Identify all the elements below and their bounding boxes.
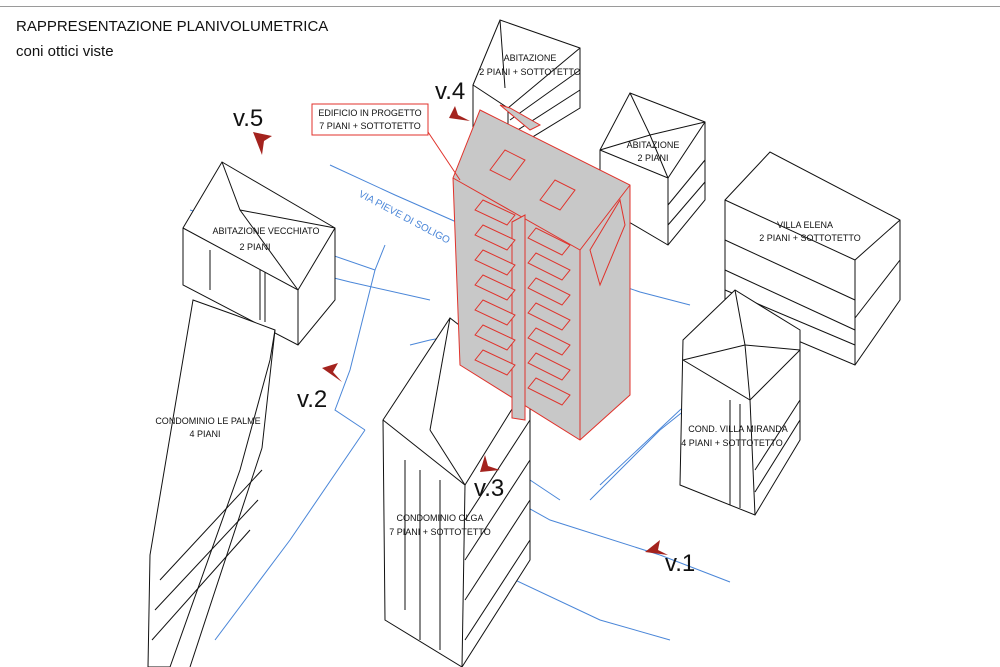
project-callout-line2: 7 PIANI + SOTTOTETTO xyxy=(319,121,420,131)
building-cond-villa-miranda xyxy=(679,289,801,516)
label-olga-floors: 7 PIANI + SOTTOTETTO xyxy=(389,527,490,537)
label-le-palme-floors: 4 PIANI xyxy=(189,429,220,439)
label-abitazione-top-floors: 2 PIANI + SOTTOTETTO xyxy=(479,67,580,77)
view-cone-v2 xyxy=(322,363,342,382)
project-callout xyxy=(311,103,461,181)
label-villa-miranda-name: COND. VILLA MIRANDA xyxy=(688,424,788,434)
view-cone-v4 xyxy=(449,106,470,121)
project-callout-line1: EDIFICIO IN PROGETTO xyxy=(318,108,421,118)
label-villa-elena-name: VILLA ELENA xyxy=(777,220,833,230)
page-subtitle: coni ottici viste xyxy=(16,43,114,60)
label-abitazione-top-name: ABITAZIONE xyxy=(504,53,557,63)
view-label-v1: v.1 xyxy=(665,550,695,577)
view-cone-v5 xyxy=(253,132,272,155)
label-villa-miranda-floors: 4 PIANI + SOTTOTETTO xyxy=(681,438,782,448)
street-label: VIA PIEVE DI SOLIGO xyxy=(357,189,452,247)
building-abitazione-top xyxy=(472,19,581,153)
building-condominio-le-palme xyxy=(147,299,276,667)
view-markers xyxy=(253,106,668,555)
view-label-v4: v.4 xyxy=(435,78,465,105)
building-edificio-in-progetto xyxy=(452,104,631,441)
page-title: RAPPRESENTAZIONE PLANIVOLUMETRICA xyxy=(16,18,329,35)
label-le-palme-name: CONDOMINIO LE PALME xyxy=(155,416,260,426)
top-rule xyxy=(0,6,1000,7)
building-condominio-olga xyxy=(382,317,531,667)
label-villa-elena-floors: 2 PIANI + SOTTOTETTO xyxy=(759,233,860,243)
label-olga-name: CONDOMINIO OLGA xyxy=(396,513,483,523)
view-cone-v3 xyxy=(480,455,500,472)
view-cone-v1 xyxy=(645,540,668,555)
label-abitazione-small-floors: 2 PIANI xyxy=(637,153,668,163)
view-label-v5: v.5 xyxy=(233,105,263,132)
view-label-v2: v.2 xyxy=(297,386,327,413)
label-vecchiato-name: ABITAZIONE VECCHIATO xyxy=(212,226,319,236)
view-label-v3: v.3 xyxy=(474,475,504,502)
label-vecchiato-floors: 2 PIANI xyxy=(239,242,270,252)
label-abitazione-small-name: ABITAZIONE xyxy=(627,140,680,150)
building-abitazione-vecchiato xyxy=(182,161,336,346)
